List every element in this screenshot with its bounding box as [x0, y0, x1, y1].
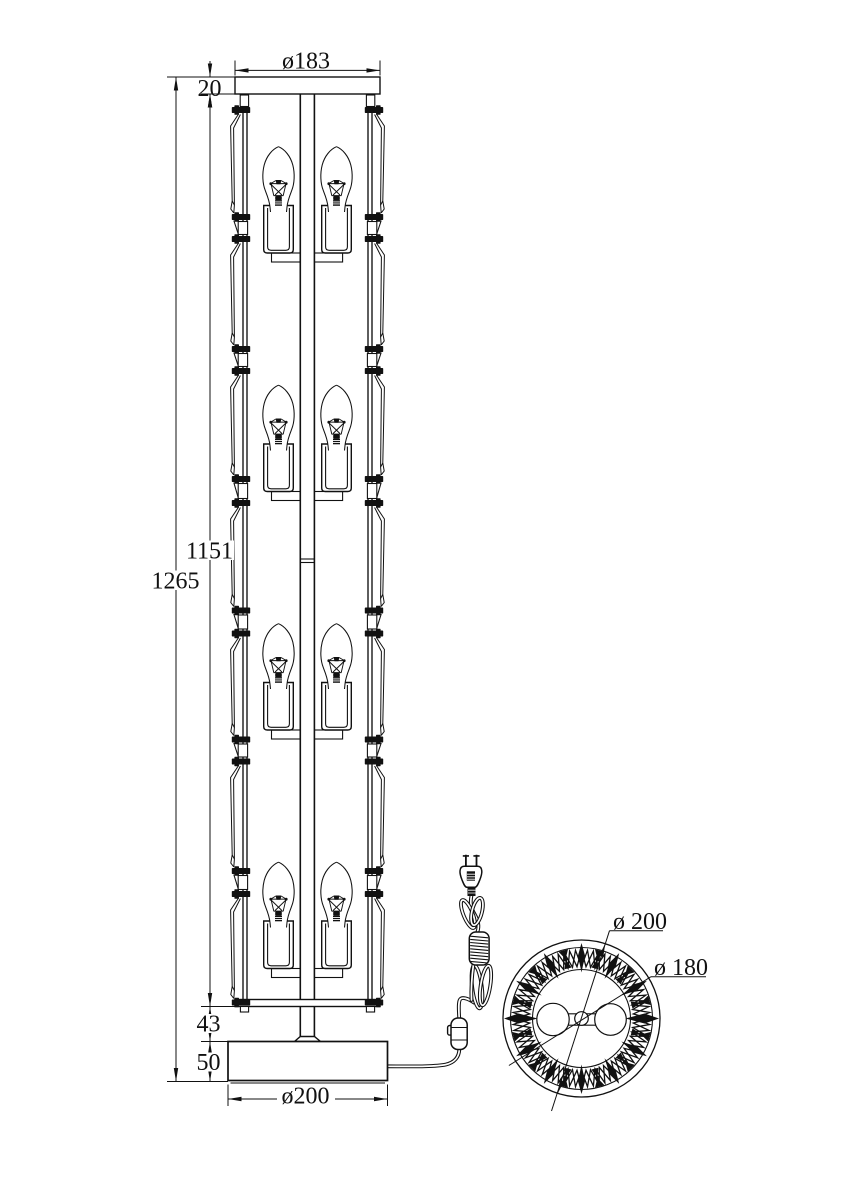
front-view	[227, 76, 494, 1084]
dim-plan-outer-diameter: ø 200	[613, 909, 667, 935]
base	[227, 1040, 389, 1084]
left-crystal-rail	[230, 94, 251, 1000]
cord-coil	[468, 931, 490, 966]
top-plate	[234, 76, 381, 95]
bulb-2	[320, 145, 353, 254]
rail-feet	[231, 997, 384, 1013]
power-plug	[459, 854, 483, 896]
bulb-3	[262, 384, 295, 493]
bottom-plate	[234, 998, 381, 1008]
dim-body-height: 1151	[186, 539, 233, 565]
plan-view: ø 200 ø 180	[502, 909, 708, 1112]
center-column	[299, 93, 316, 1038]
plan-bulb-right	[594, 1003, 627, 1036]
dim-stem-height: 43	[197, 1012, 221, 1038]
dim-plan-ring-diameter: ø 180	[654, 955, 708, 981]
dim-total-height: 1265	[152, 569, 200, 595]
plan-bulb-left	[536, 1002, 570, 1037]
bulb-8	[320, 861, 353, 970]
bulb-7	[262, 861, 295, 970]
bulb-5	[262, 623, 295, 731]
plan-outer-circle	[502, 939, 661, 1098]
bulb-4	[320, 384, 353, 493]
dim-top-diameter: ø183	[282, 49, 330, 75]
power-cord	[382, 894, 494, 1069]
bulb-1	[262, 145, 295, 254]
dim-base-diameter: ø200	[282, 1084, 330, 1110]
right-crystal-rail	[364, 94, 385, 1000]
dim-base-height: 50	[197, 1050, 221, 1076]
inline-switch	[446, 1017, 468, 1051]
bulb-6	[320, 623, 353, 731]
